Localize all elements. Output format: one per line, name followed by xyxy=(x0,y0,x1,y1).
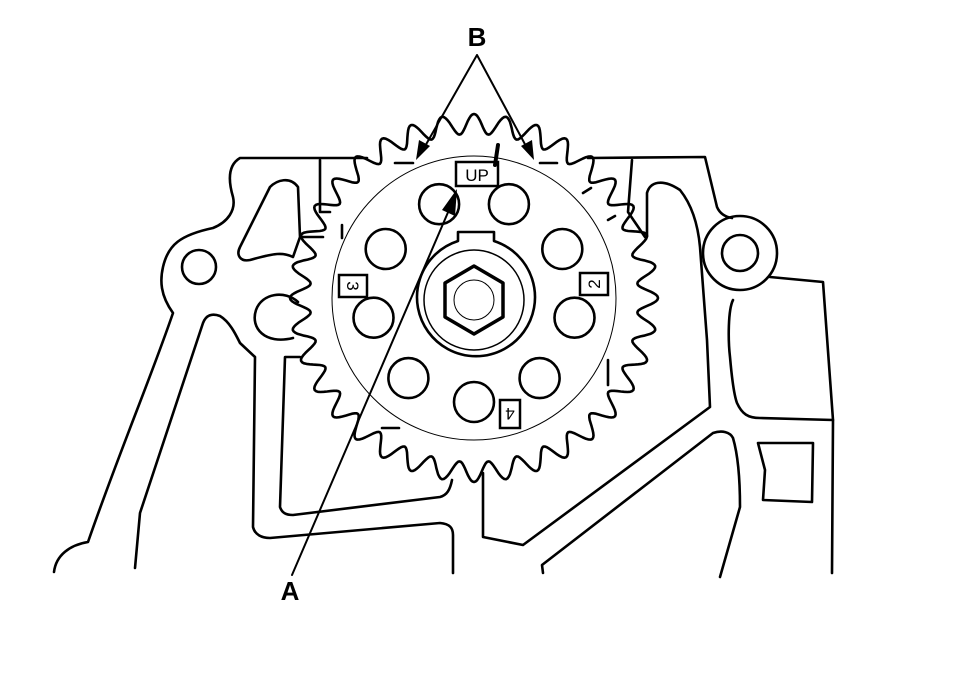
mark-4: 4 xyxy=(498,398,522,430)
bolt-hex xyxy=(443,264,505,336)
alignment-ticks xyxy=(340,143,617,430)
housing-left xyxy=(52,156,455,575)
svg-text:3: 3 xyxy=(343,281,362,290)
mark-3: 3 xyxy=(337,273,369,299)
callout-b: B xyxy=(416,22,534,160)
mark-up: UP xyxy=(454,160,500,188)
window xyxy=(756,441,815,504)
mark-2: 2 xyxy=(578,271,610,297)
sprocket-hole xyxy=(518,356,561,400)
arrowhead xyxy=(442,189,457,216)
sprocket-hole xyxy=(352,296,395,340)
mounting-hole xyxy=(180,248,218,286)
sprocket-hole xyxy=(387,356,430,400)
cam-sprocket: UP 3 2 4 xyxy=(288,112,660,484)
arrowhead xyxy=(416,140,430,160)
sprocket-hole xyxy=(417,182,461,226)
callout-a: A xyxy=(281,189,457,606)
hub-ring xyxy=(423,249,525,351)
mounting-hole xyxy=(720,233,760,273)
sprocket-hole xyxy=(452,380,496,424)
sprocket-hole xyxy=(487,182,531,226)
svg-text:2: 2 xyxy=(585,279,604,288)
sprocket-teeth xyxy=(288,112,660,484)
svg-text:B: B xyxy=(468,22,487,52)
bolt-center xyxy=(453,279,495,321)
sprocket-hole xyxy=(553,296,596,340)
svg-text:A: A xyxy=(281,576,300,606)
svg-text:4: 4 xyxy=(505,404,514,423)
sprocket-hole xyxy=(540,227,584,271)
sprocket-hole xyxy=(364,227,408,271)
sprocket-face-circle xyxy=(331,155,617,441)
svg-text:UP: UP xyxy=(465,166,489,185)
arrowhead xyxy=(521,140,534,160)
housing-right xyxy=(481,155,835,579)
boss xyxy=(701,214,779,292)
